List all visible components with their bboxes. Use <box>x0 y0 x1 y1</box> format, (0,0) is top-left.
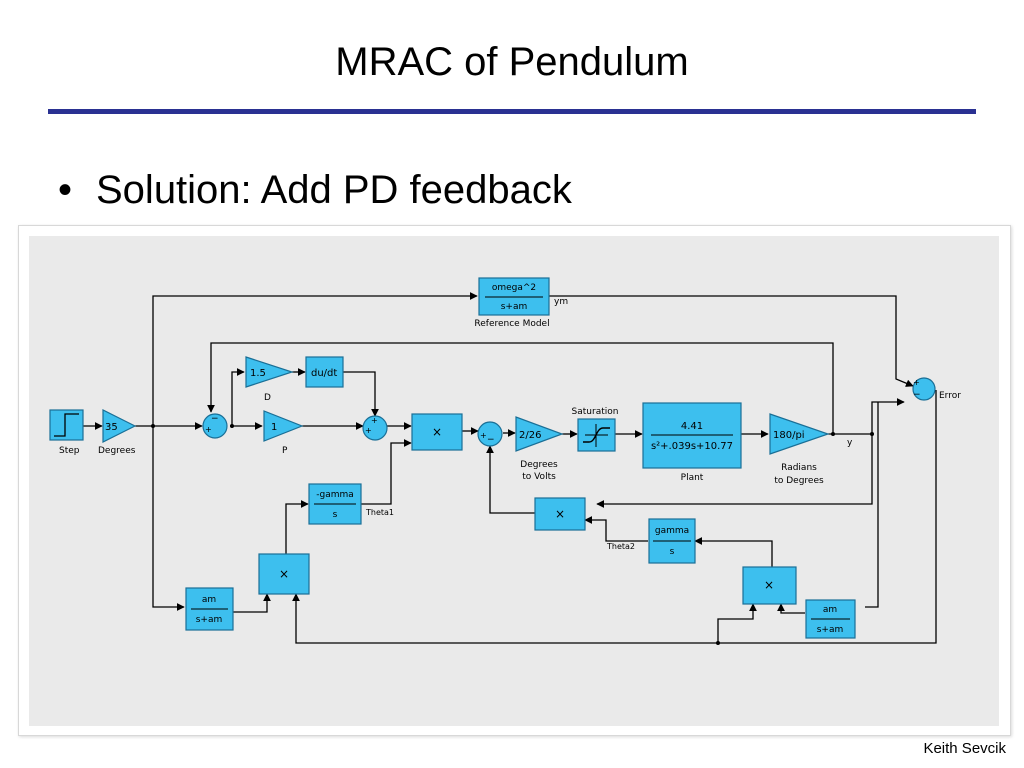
radians-gain-label-1: Radians <box>781 463 817 473</box>
sum-block-3[interactable] <box>477 421 503 447</box>
degrees-gain-value: 35 <box>105 422 118 433</box>
sum1-sign-b: − <box>211 414 219 424</box>
saturation-icon <box>583 424 610 447</box>
error-sum-label: Error <box>939 391 961 401</box>
filter-left-num: am <box>202 595 216 605</box>
fraction-bars <box>191 296 850 620</box>
product-theta2-feedback-symbol: × <box>555 507 565 521</box>
signal-lines <box>83 292 937 644</box>
radians-gain-label-2: to Degrees <box>774 476 824 486</box>
step-block[interactable] <box>49 409 84 441</box>
volts-gain-block[interactable] <box>515 416 564 452</box>
sum-block-2[interactable] <box>362 415 388 441</box>
reference-model-num: omega^2 <box>492 283 536 293</box>
error-sum-sign-a: + <box>913 378 920 387</box>
filter-left-den: s+am <box>196 615 223 625</box>
product-theta1-adapt-block[interactable] <box>258 553 310 595</box>
filter-right-den: s+am <box>817 625 844 635</box>
theta2-den: s <box>670 547 675 557</box>
product-theta1-adapt-symbol: × <box>279 567 289 581</box>
derivative-value: du/dt <box>311 368 337 379</box>
sum2-sign-b: + <box>371 416 378 425</box>
block-diagram: Step 35 Degrees + − 1.5 D du/dt 1 P + + … <box>49 277 961 645</box>
bullet-item: • Solution: Add PD feedback <box>58 168 572 213</box>
simulink-canvas: Step 35 Degrees + − 1.5 D du/dt 1 P + + … <box>29 236 999 726</box>
error-sum-block[interactable] <box>912 377 936 401</box>
bullet-text: Solution: Add PD feedback <box>96 168 572 212</box>
product-theta2-adapt-symbol: × <box>764 578 774 592</box>
product-main-block[interactable] <box>411 413 463 451</box>
volts-gain-label-2: to Volts <box>522 472 556 482</box>
author-footer: Keith Sevcik <box>923 740 1006 757</box>
bullet-dot: • <box>58 168 73 212</box>
plant-label: Plant <box>681 473 704 483</box>
plant-num: 4.41 <box>681 421 703 432</box>
diagram-frame: Step 35 Degrees + − 1.5 D du/dt 1 P + + … <box>18 225 1011 736</box>
d-gain-block[interactable] <box>245 356 294 388</box>
product-main-symbol: × <box>432 425 442 439</box>
product-theta2-feedback-block[interactable] <box>534 497 586 531</box>
saturation-label: Saturation <box>572 407 619 417</box>
sum3-sign-a: + <box>480 431 487 440</box>
plant-den: s²+.039s+10.77 <box>651 441 733 452</box>
d-gain-value: 1.5 <box>250 368 266 379</box>
reference-model-label: Reference Model <box>474 319 549 329</box>
sum2-sign-a: + <box>365 426 372 435</box>
radians-gain-output: y <box>847 438 853 448</box>
title-rule <box>48 109 976 114</box>
slide-title: MRAC of Pendulum <box>335 40 689 84</box>
derivative-block[interactable] <box>305 356 344 388</box>
volts-gain-value: 2/26 <box>519 430 541 441</box>
radians-gain-block[interactable] <box>769 413 830 455</box>
sum1-sign-a: + <box>205 425 212 434</box>
d-gain-label: D <box>264 393 271 403</box>
theta1-label: Theta1 <box>365 508 394 517</box>
step-label: Step <box>59 446 80 456</box>
sum3-sign-b: − <box>487 435 495 445</box>
step-icon <box>54 413 79 437</box>
theta2-label: Theta2 <box>606 542 635 551</box>
product-theta2-adapt-block[interactable] <box>742 566 797 605</box>
p-gain-value: 1 <box>271 422 277 433</box>
radians-gain-value: 180/pi <box>773 430 805 441</box>
p-gain-block[interactable] <box>263 410 304 442</box>
theta2-num: gamma <box>655 526 689 536</box>
theta1-num: -gamma <box>316 490 354 500</box>
sum-block-1[interactable] <box>202 413 228 439</box>
error-sum-sign-b: − <box>913 390 921 400</box>
filter-right-num: am <box>823 605 837 615</box>
reference-model-output: ym <box>554 297 568 307</box>
reference-model-den: s+am <box>501 302 528 312</box>
degrees-gain-block[interactable] <box>102 409 137 443</box>
degrees-gain-label: Degrees <box>98 446 136 456</box>
p-gain-label: P <box>282 446 288 456</box>
volts-gain-label-1: Degrees <box>520 460 558 470</box>
theta1-den: s <box>333 510 338 520</box>
branch-dots <box>151 424 874 645</box>
